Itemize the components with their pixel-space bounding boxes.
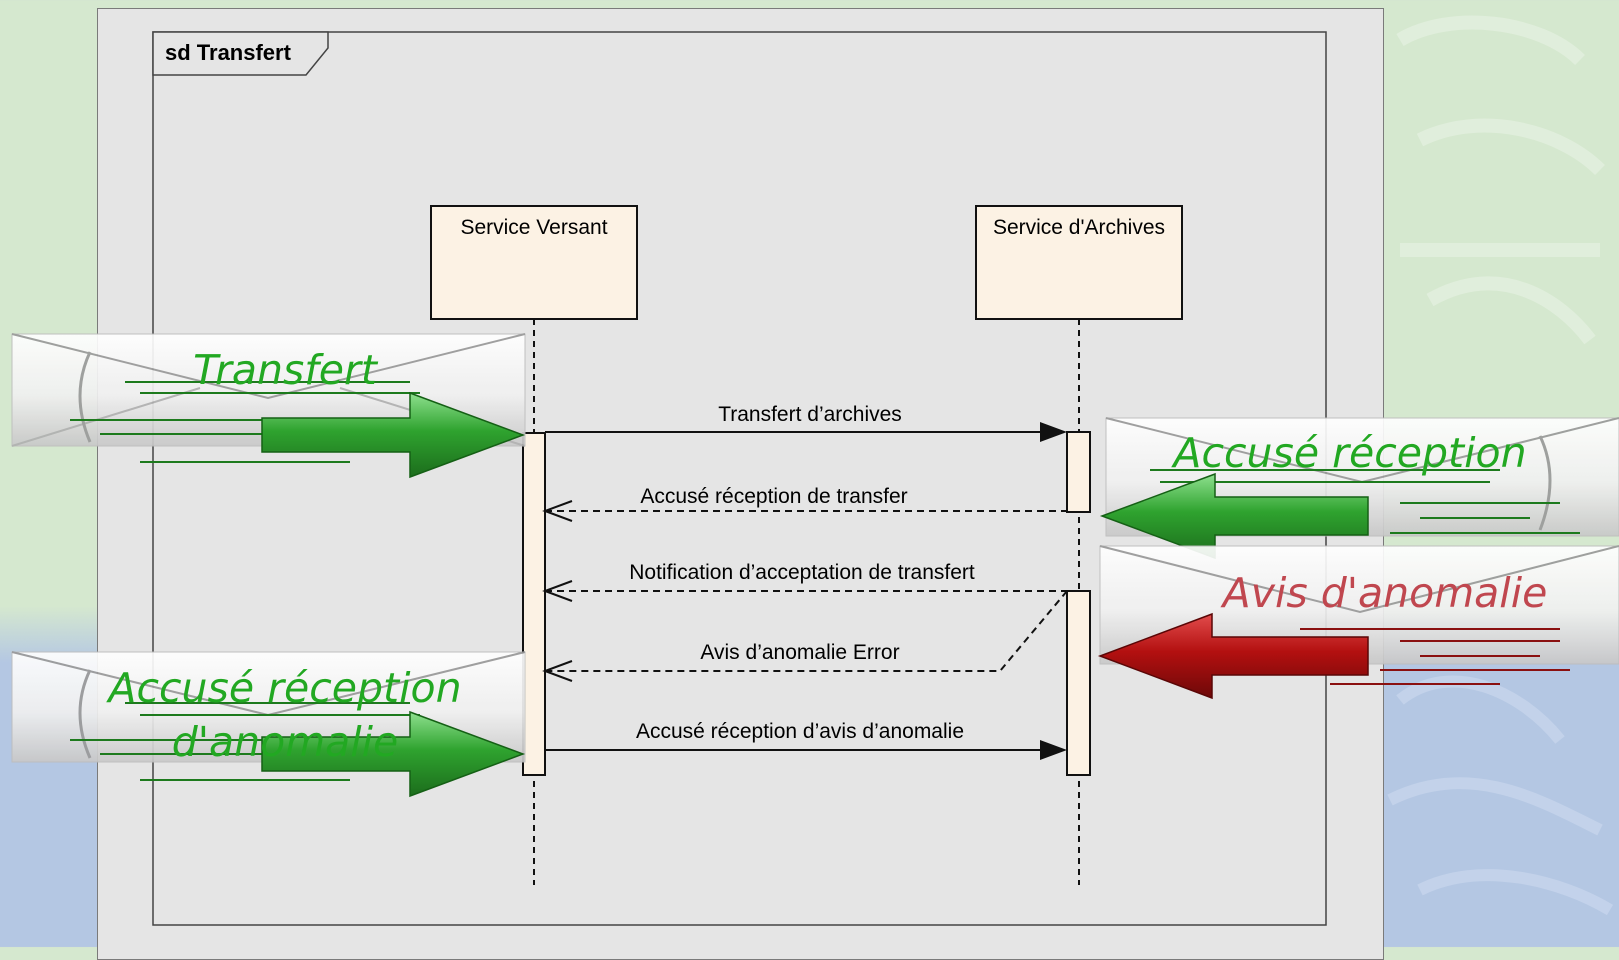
frame-title: sd Transfert bbox=[165, 40, 292, 65]
envelope-label-line1: Accusé réception bbox=[105, 664, 461, 712]
lifeline-service-archives: Service d'Archives bbox=[975, 205, 1183, 885]
envelope-label-line2: d'anomalie bbox=[172, 718, 399, 766]
envelope-label: Avis d'anomalie bbox=[1220, 569, 1548, 617]
lifeline-label: Service d'Archives bbox=[993, 216, 1165, 239]
message-notification-acceptation: Notification d’acceptation de transfert bbox=[542, 561, 1067, 602]
activation-bar bbox=[522, 432, 546, 776]
envelope-transfert: Transfert bbox=[11, 333, 526, 479]
envelope-label: Accusé réception bbox=[1170, 429, 1526, 477]
lifeline-label: Service Versant bbox=[460, 216, 607, 239]
lifeline-service-versant: Service Versant bbox=[430, 205, 638, 885]
message-accuse-avis-anomalie: Accusé réception d’avis d’anomalie bbox=[545, 720, 1067, 760]
message-transfert-archives: Transfert d’archives bbox=[545, 403, 1067, 442]
envelope-label: Transfert bbox=[193, 346, 379, 394]
message-label: Accusé réception d’avis d’anomalie bbox=[636, 720, 964, 743]
envelope-avis-anomalie: Avis d'anomalie bbox=[1097, 545, 1619, 700]
activation-bar bbox=[1066, 431, 1091, 513]
envelope-accuse-reception-anomalie: Accusé réception d'anomalie bbox=[11, 651, 526, 798]
envelope-accuse-reception: Accusé réception bbox=[1099, 417, 1619, 560]
message-label: Accusé réception de transfer bbox=[640, 485, 907, 508]
activation-bar bbox=[1066, 590, 1091, 776]
message-accuse-reception: Accusé réception de transfer bbox=[542, 485, 1067, 522]
message-avis-anomalie: Avis d’anomalie Error bbox=[542, 590, 1068, 682]
message-label: Transfert d’archives bbox=[718, 403, 902, 426]
message-label: Notification d’acceptation de transfert bbox=[629, 561, 975, 584]
message-label: Avis d’anomalie Error bbox=[700, 641, 899, 664]
